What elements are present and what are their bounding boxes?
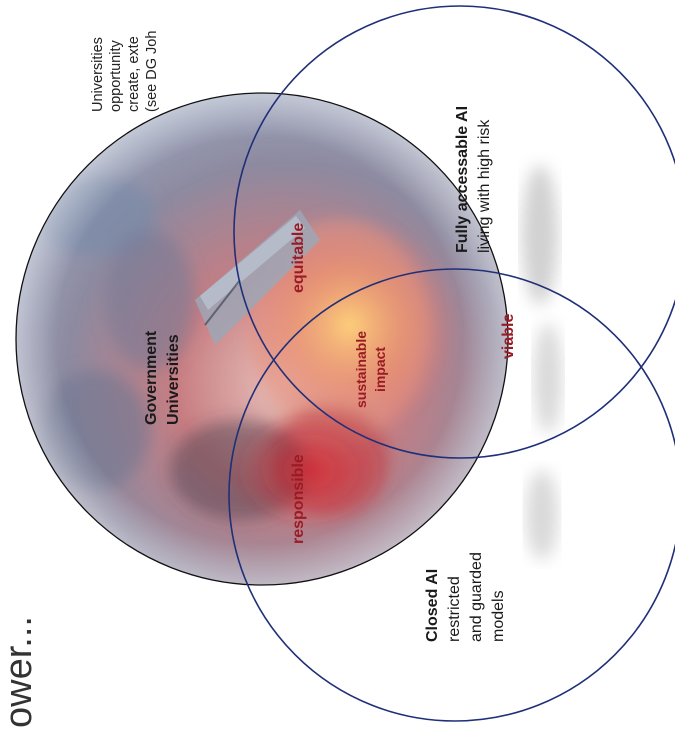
top-note: Universities opportunity create, exte (s…: [89, 31, 161, 112]
responsible-label: responsible: [290, 454, 307, 544]
open-ai-subtitle: living with high risk: [476, 119, 493, 253]
graduation-photo: [16, 93, 508, 585]
sustainable-line: sustainable: [353, 330, 369, 408]
shadow-closed: [526, 470, 558, 560]
equitable-label: equitable: [290, 222, 307, 293]
title-fragment: ower...: [0, 616, 40, 728]
top-note-line-1: Universities: [90, 37, 106, 112]
top-note-line-4: (see DG Joh: [144, 30, 160, 112]
closed-ai-line-2: and guarded: [468, 552, 485, 642]
government-label: Government: [143, 330, 160, 425]
impact-line: impact: [372, 346, 388, 393]
sustainable-impact-label: sustainable impact: [352, 331, 390, 408]
closed-ai-line-1: restricted: [446, 576, 463, 642]
universities-label: Universities: [165, 334, 182, 425]
closed-ai-line-3: models: [490, 590, 507, 642]
top-note-line-3: create, exte: [126, 36, 142, 112]
open-ai-block: Fully accessable AI living with high ris…: [452, 106, 496, 253]
open-ai-circle: [233, 5, 675, 459]
top-note-line-2: opportunity: [108, 40, 124, 112]
government-block: Government Universities: [141, 331, 185, 425]
shadow-viable: [534, 323, 562, 433]
closed-ai-block: Closed AI restricted and guarded models: [422, 552, 510, 642]
viable-label: viable: [500, 313, 517, 359]
closed-ai-circle: [228, 268, 675, 722]
closed-ai-title: Closed AI: [424, 568, 441, 642]
photo-circle: [15, 92, 509, 586]
open-ai-title: Fully accessable AI: [454, 105, 471, 253]
shadow-open: [522, 165, 558, 305]
